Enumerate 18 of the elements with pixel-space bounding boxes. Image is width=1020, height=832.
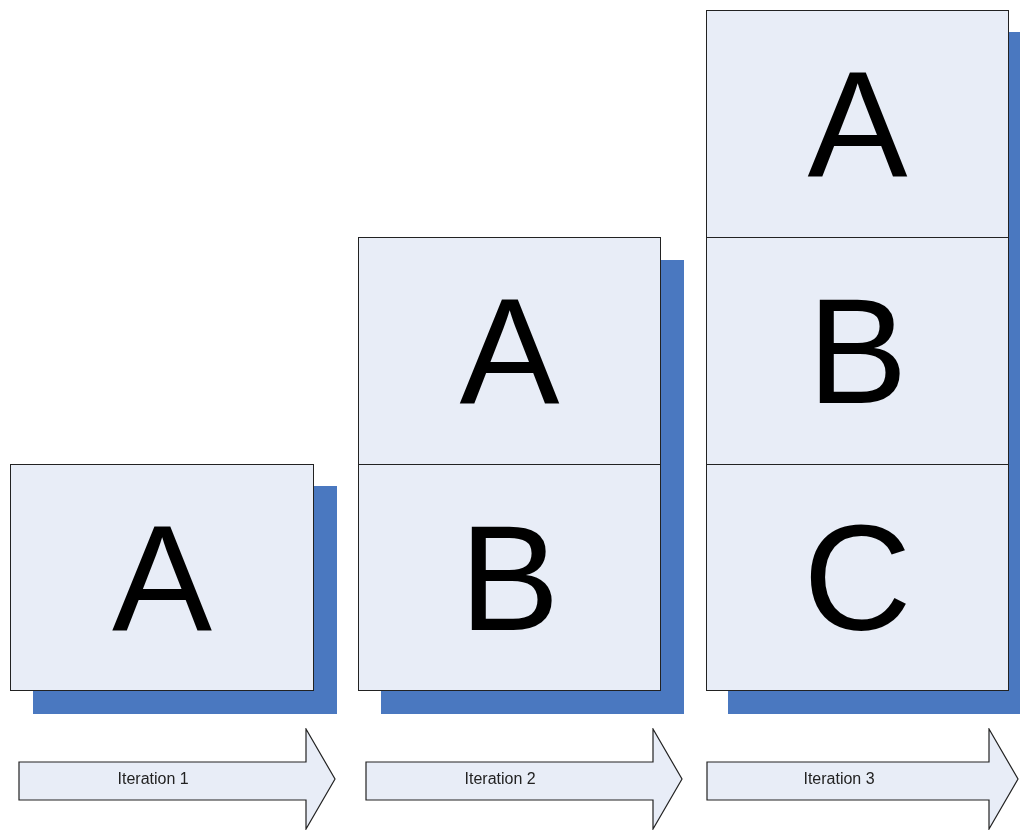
stack-block xyxy=(706,10,1009,238)
stack-block xyxy=(706,237,1009,465)
block-letter: C xyxy=(803,502,912,653)
stack-block xyxy=(10,464,314,691)
timeline-step xyxy=(365,728,683,830)
timeline-step xyxy=(18,728,336,830)
stack-block xyxy=(358,237,661,465)
stack-block xyxy=(358,464,661,691)
block-letter: B xyxy=(459,502,560,653)
timeline-step xyxy=(706,728,1019,830)
arrow-label: Iteration 1 xyxy=(116,769,190,789)
block-letter: A xyxy=(459,276,560,426)
arrow-label: Iteration 3 xyxy=(802,769,876,789)
block-letter: A xyxy=(111,502,213,653)
block-letter: B xyxy=(807,276,908,426)
arrow-label: Iteration 2 xyxy=(463,769,537,789)
stack-block xyxy=(706,464,1009,691)
block-letter: A xyxy=(807,49,908,199)
